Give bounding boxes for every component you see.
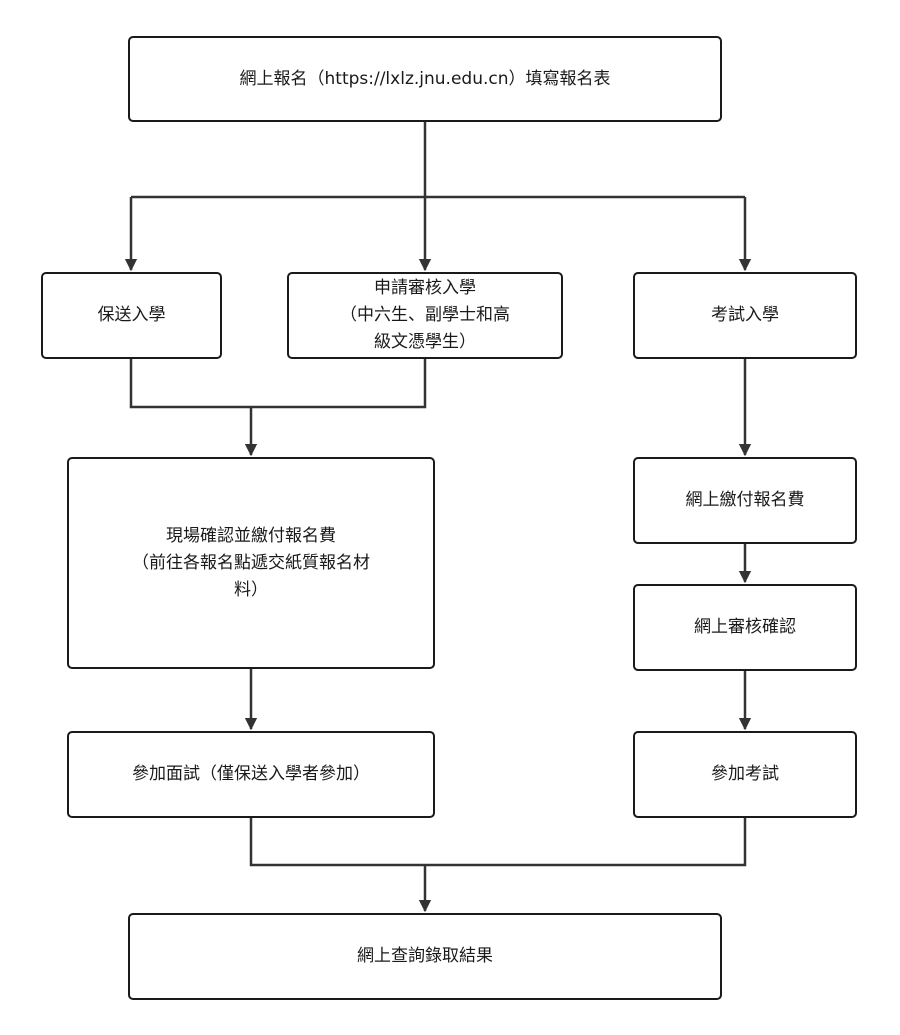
- attend-exam-box: 參加考試: [633, 731, 857, 818]
- online-registration-box: 網上報名（https://lxlz.jnu.edu.cn）填寫報名表: [128, 36, 722, 122]
- online-fee-payment-box: 網上繳付報名費: [633, 457, 857, 544]
- onsite-confirmation-box: 現場確認並繳付報名費 （前往各報名點遞交紙質報名材 料）: [67, 457, 435, 669]
- exam-admission-box: 考試入學: [633, 272, 857, 359]
- attend-interview-box: 參加面試（僅保送入學者參加）: [67, 731, 435, 818]
- recommended-admission-box: 保送入學: [41, 272, 222, 359]
- admission-result-box: 網上查詢錄取結果: [128, 913, 722, 1000]
- application-review-admission-box: 申請審核入學 （中六生、副學士和高 級文憑學生）: [287, 272, 563, 359]
- connector-final-merge: [249, 818, 747, 867]
- online-review-confirmation-box: 網上審核確認: [633, 584, 857, 671]
- connector-left-merge: [129, 359, 427, 409]
